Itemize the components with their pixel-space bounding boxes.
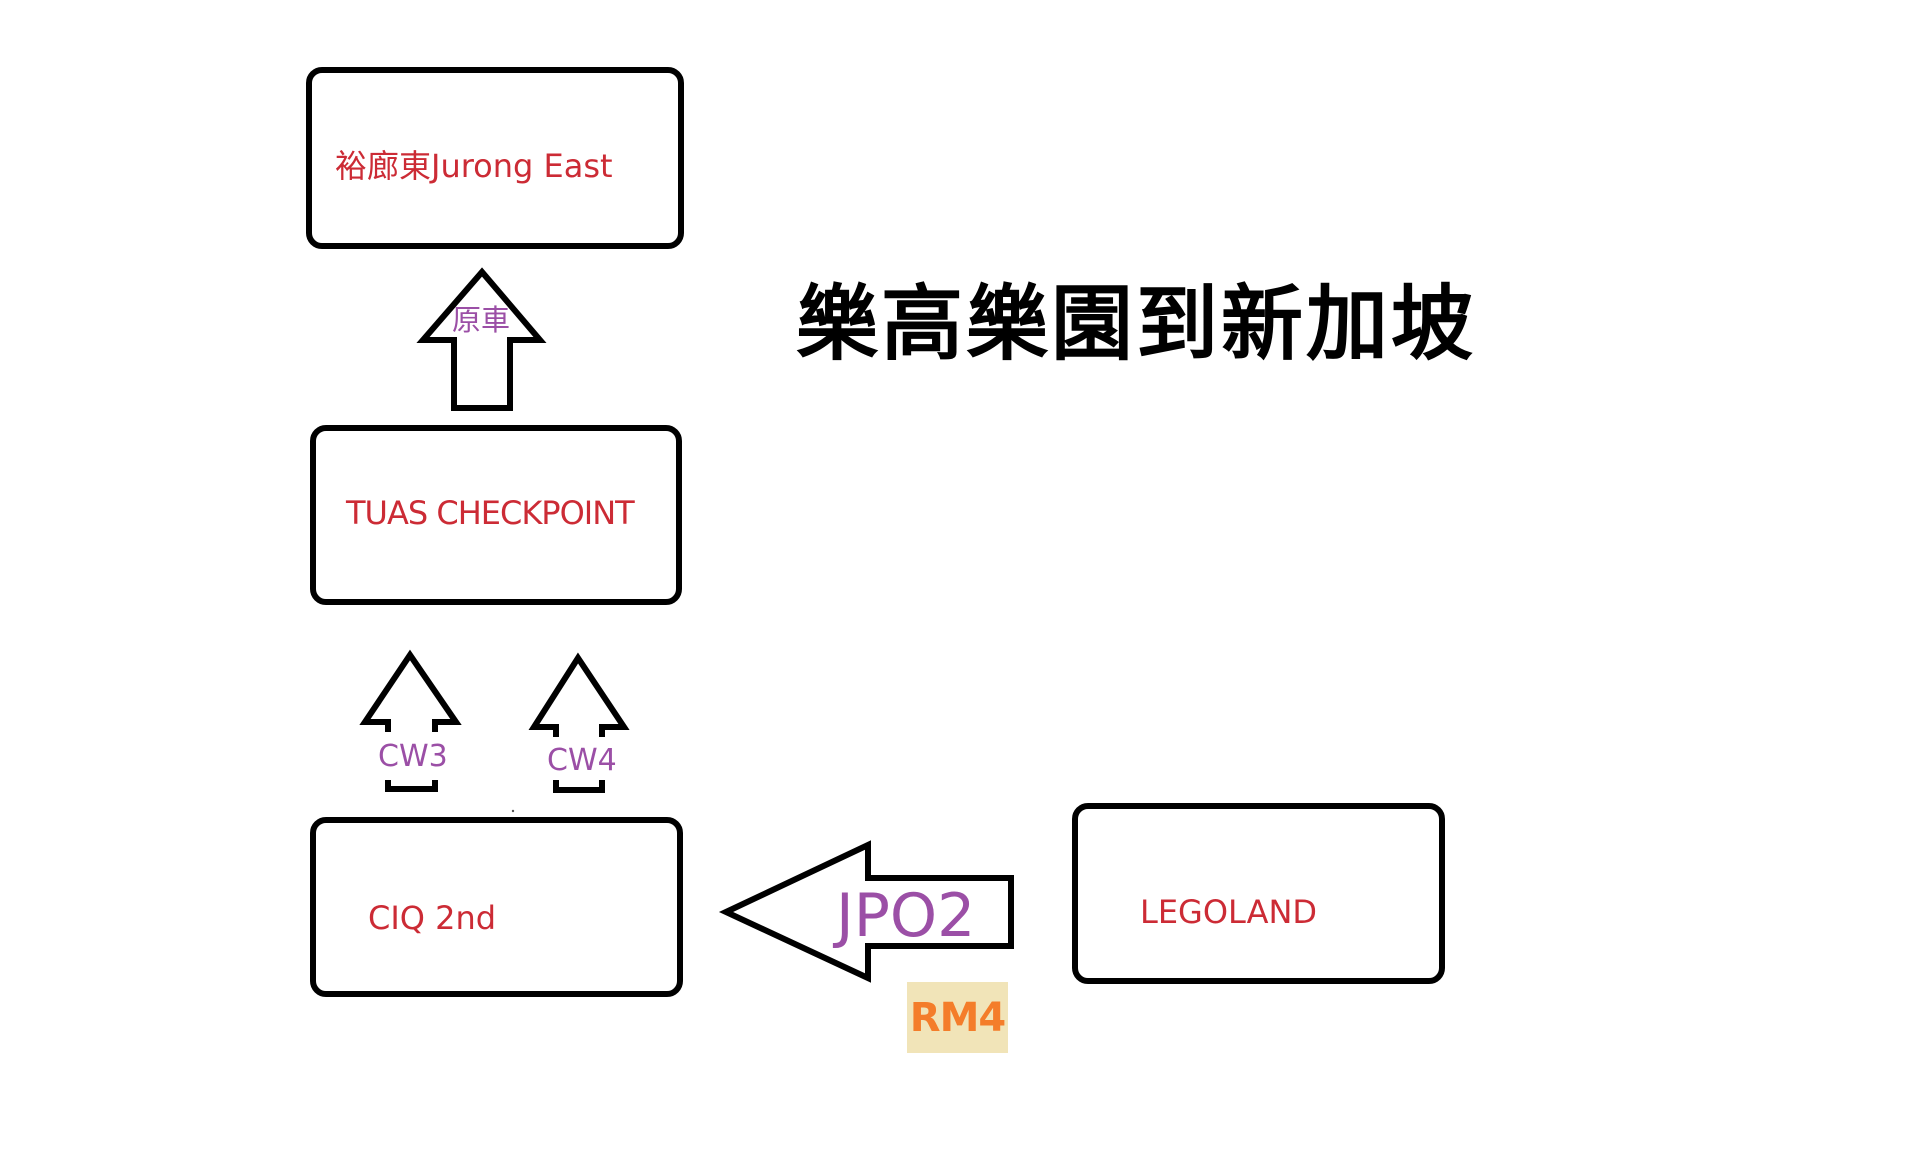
node-legoland-label: LEGOLAND [1140,893,1318,931]
node-tuas-checkpoint [310,425,682,605]
arrow-cw4 [528,652,630,793]
edge-label-original-bus: 原車 [452,303,511,337]
arrow-legoland-to-ciq [718,840,1014,983]
node-legoland [1072,803,1445,984]
arrow-cw3 [359,649,462,792]
node-ciq-2nd-label: CIQ 2nd [368,899,497,937]
node-tuas-checkpoint-label: TUAS CHECKPOINT [346,494,635,532]
node-jurong-east-label: 裕廊東Jurong East [335,147,613,185]
edge-label-jpo2: JPO2 [836,881,976,951]
edge-label-cw4: CW4 [547,743,617,778]
diagram-title: 樂高樂園到新加坡 [796,277,1477,372]
node-jurong-east [306,67,684,249]
fare-badge-text: RM4 [909,994,1006,1041]
fare-badge: RM4 [907,982,1008,1053]
arrow-tuas-to-jurong [416,267,547,411]
stray-dot [511,809,515,813]
node-ciq-2nd [310,817,683,997]
edge-label-cw3: CW3 [378,739,448,774]
